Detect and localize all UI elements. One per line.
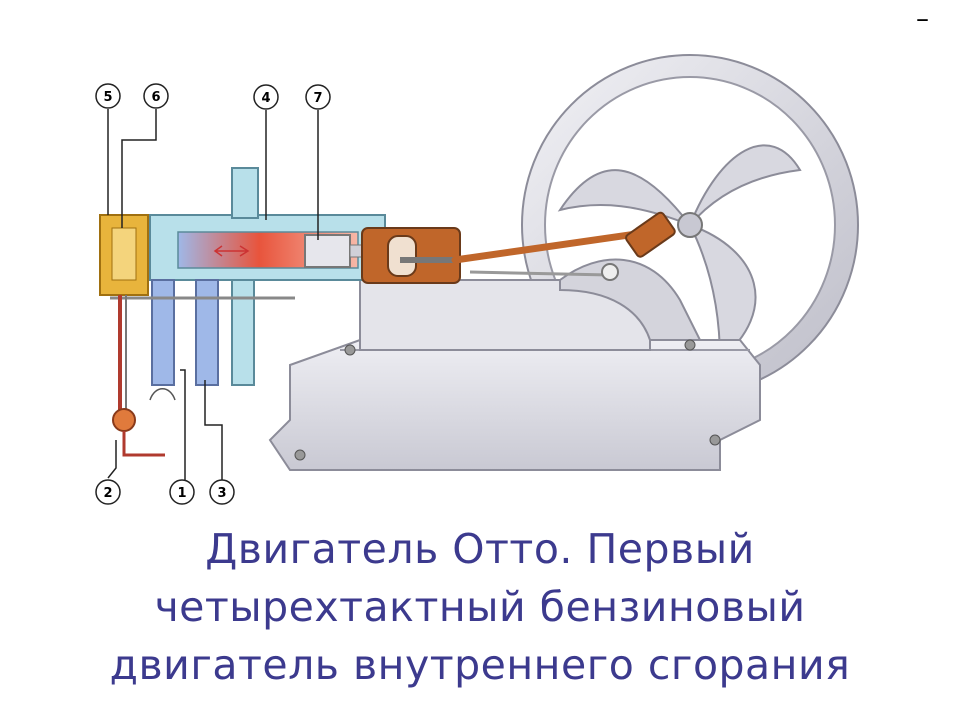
- connecting-rod: [451, 211, 676, 281]
- crosshead: [361, 227, 461, 284]
- caption-line-2: четырехтактный бензиновый: [154, 583, 806, 631]
- engine-base: [268, 258, 761, 471]
- callout-1-label: 1: [177, 486, 186, 501]
- callout-3: 3: [209, 479, 235, 505]
- callout-3-label: 3: [217, 486, 226, 501]
- caption-line-3: двигатель внутреннего сгорания: [109, 641, 851, 689]
- callout-1: 1: [169, 479, 195, 505]
- callout-2-label: 2: [103, 486, 112, 501]
- callout-4-label: 4: [261, 91, 270, 106]
- callout-4: 4: [253, 84, 279, 110]
- callout-2: 2: [95, 479, 121, 505]
- pipes: [110, 279, 295, 386]
- slide-caption: Двигатель Отто. Первый четырехтактный бе…: [0, 520, 960, 694]
- caption-line-1: Двигатель Отто. Первый: [205, 525, 755, 573]
- callout-7-label: 7: [313, 91, 322, 106]
- slide-valve: [99, 214, 149, 420]
- callout-5-label: 5: [103, 90, 112, 105]
- flywheel: [521, 54, 859, 396]
- ignition-burner: [112, 388, 176, 457]
- callout-6-label: 6: [151, 90, 160, 105]
- callout-5: 5: [95, 83, 121, 109]
- leader-lines: [107, 109, 319, 480]
- callout-6: 6: [143, 83, 169, 109]
- callout-7: 7: [305, 84, 331, 110]
- otto-engine-diagram: 5 6 4 7 2 1 3: [95, 54, 859, 505]
- corner-dash: –: [916, 4, 929, 34]
- cylinder: [149, 167, 386, 281]
